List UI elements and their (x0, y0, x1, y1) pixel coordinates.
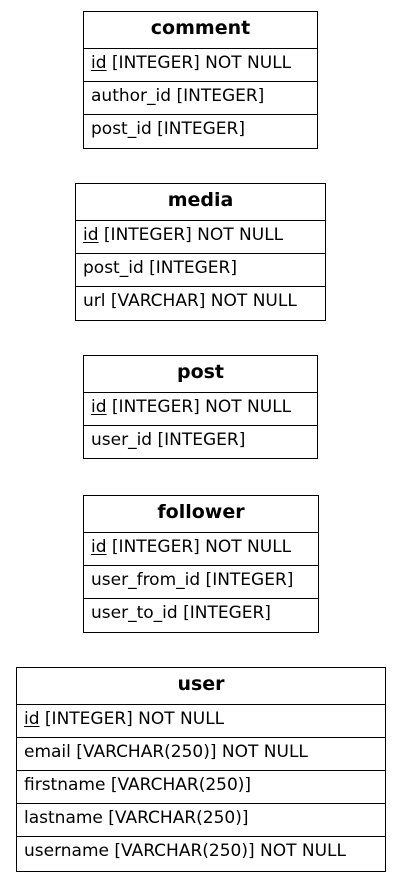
field-row: username [VARCHAR(250)] NOT NULL (17, 837, 385, 870)
field-row: lastname [VARCHAR(250)] (17, 804, 385, 837)
field-type: [INTEGER] (143, 258, 237, 278)
field-type: [INTEGER] NOT NULL (106, 397, 292, 417)
field-row: url [VARCHAR] NOT NULL (76, 287, 325, 320)
field-row: user_id [INTEGER] (84, 426, 317, 459)
field-row: user_from_id [INTEGER] (84, 566, 318, 599)
field-type: [VARCHAR] NOT NULL (105, 291, 297, 311)
field-row: id [INTEGER] NOT NULL (17, 705, 385, 738)
field-row: id [INTEGER] NOT NULL (84, 49, 317, 82)
entity-title: user (17, 668, 385, 705)
primary-key-name: id (91, 537, 107, 557)
field-name: user_from_id (91, 570, 201, 590)
field-row: post_id [INTEGER] (76, 254, 325, 287)
primary-key-name: id (91, 397, 107, 417)
entity-media: media id [INTEGER] NOT NULL post_id [INT… (75, 183, 326, 321)
field-type: [VARCHAR(250)] (105, 775, 252, 795)
field-name: user_id (91, 430, 153, 450)
field-name: user_to_id (91, 603, 178, 623)
entity-comment: comment id [INTEGER] NOT NULL author_id … (83, 11, 318, 149)
field-type: [INTEGER] NOT NULL (98, 225, 284, 245)
field-type: [INTEGER] NOT NULL (106, 537, 292, 557)
field-name: post_id (83, 258, 144, 278)
field-name: post_id (91, 119, 152, 139)
entity-title: follower (84, 496, 318, 533)
field-name: firstname (24, 775, 106, 795)
field-row: author_id [INTEGER] (84, 82, 317, 115)
entity-follower: follower id [INTEGER] NOT NULL user_from… (83, 495, 319, 633)
primary-key-name: id (83, 225, 99, 245)
field-name: username (24, 841, 109, 861)
entity-title: media (76, 184, 325, 221)
field-name: author_id (91, 86, 172, 106)
field-type: [VARCHAR(250)] (102, 808, 249, 828)
field-type: [INTEGER] (152, 430, 246, 450)
entity-user: user id [INTEGER] NOT NULL email [VARCHA… (16, 667, 386, 872)
entity-post: post id [INTEGER] NOT NULL user_id [INTE… (83, 355, 318, 459)
field-row: id [INTEGER] NOT NULL (76, 221, 325, 254)
field-name: url (83, 291, 106, 311)
field-type: [INTEGER] (171, 86, 265, 106)
primary-key-name: id (91, 53, 107, 73)
field-type: [INTEGER] NOT NULL (106, 53, 292, 73)
field-type: [INTEGER] (151, 119, 245, 139)
primary-key-name: id (24, 709, 40, 729)
field-name: lastname (24, 808, 103, 828)
entity-title: post (84, 356, 317, 393)
field-row: post_id [INTEGER] (84, 115, 317, 148)
field-type: [VARCHAR(250)] NOT NULL (70, 742, 308, 762)
field-name: email (24, 742, 71, 762)
field-type: [INTEGER] (200, 570, 294, 590)
field-row: firstname [VARCHAR(250)] (17, 771, 385, 804)
field-type: [INTEGER] NOT NULL (39, 709, 225, 729)
field-row: email [VARCHAR(250)] NOT NULL (17, 738, 385, 771)
field-row: id [INTEGER] NOT NULL (84, 393, 317, 426)
field-row: id [INTEGER] NOT NULL (84, 533, 318, 566)
field-type: [INTEGER] (177, 603, 271, 623)
field-type: [VARCHAR(250)] NOT NULL (109, 841, 347, 861)
field-row: user_to_id [INTEGER] (84, 599, 318, 632)
entity-title: comment (84, 12, 317, 49)
